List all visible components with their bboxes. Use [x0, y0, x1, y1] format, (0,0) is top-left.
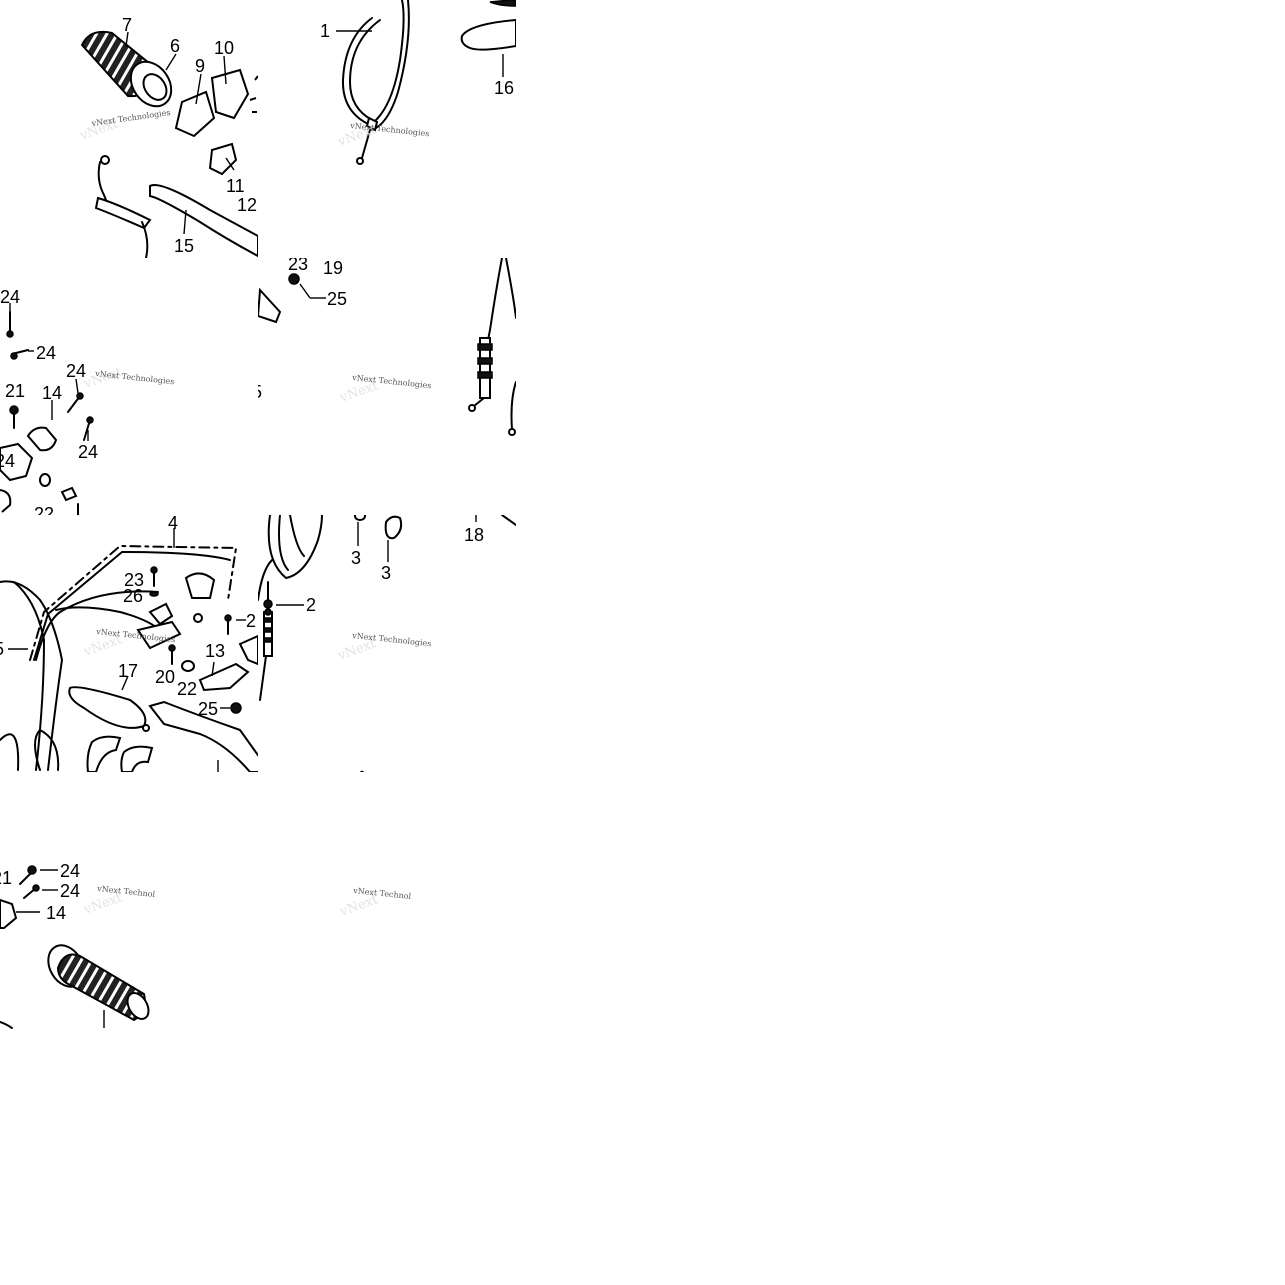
tile-lever-holder: 24 24 24 21 14 24 24 22 — [0, 287, 98, 524]
callout-2b: 2 — [306, 595, 316, 615]
callout-19: 19 — [323, 258, 343, 278]
callout-8: 8 — [356, 774, 366, 794]
callout-24b: 24 — [36, 343, 56, 363]
callout-24d: 24 — [78, 442, 98, 462]
callout-11: 11 — [226, 176, 245, 196]
callout-6: 6 — [170, 36, 180, 56]
tile-cable-loop: 1 16 — [320, 0, 516, 165]
callout-24e: 24 — [0, 451, 15, 471]
callout-26: 26 — [123, 586, 143, 606]
callout-12: 12 — [237, 195, 257, 215]
callout-leaders — [125, 31, 235, 235]
callout-5a: 5 — [252, 382, 262, 402]
callout-22c: 22 — [177, 679, 197, 699]
fwd-label: FWD — [270, 160, 308, 190]
callout-1: 1 — [320, 21, 330, 41]
throttle-grip-drawing — [80, 30, 258, 258]
callout-14: 14 — [42, 383, 62, 403]
callout-17: 17 — [118, 661, 138, 681]
callout-7: 7 — [122, 15, 132, 35]
callout-4: 4 — [168, 513, 178, 533]
callout-3a: 3 — [351, 548, 361, 568]
tile-grip-rubber: 21 24 24 14 — [0, 861, 150, 1029]
callout-9: 9 — [195, 56, 205, 76]
callout-25a: 25 — [327, 289, 347, 309]
callout-15: 15 — [174, 236, 194, 256]
callout-3b: 3 — [381, 563, 391, 583]
callout-10: 10 — [214, 38, 234, 58]
callout-24g: 24 — [60, 881, 80, 901]
callout-24c: 24 — [66, 361, 86, 381]
callout-24a: 24 — [0, 287, 20, 307]
tile-clutch-cable: 2 3 3 18 8 — [258, 515, 516, 794]
callout-21: 21 — [5, 381, 25, 401]
callout-22b: 23 — [288, 254, 308, 274]
callout-18: 18 — [464, 525, 484, 545]
fwd-arrow: FWD — [258, 160, 308, 207]
callout-24f: 24 — [60, 861, 80, 881]
watermarks: vNext vNext Technologies vNext vNext Tec… — [77, 108, 431, 920]
callout-25b: 25 — [198, 699, 218, 719]
callout-21b: 21 — [0, 868, 12, 888]
callout-20: 20 — [155, 667, 175, 687]
callout-14b: 14 — [46, 903, 66, 923]
callout-2a: 2 — [246, 611, 256, 631]
callout-22a: 22 — [34, 504, 54, 524]
callout-16: 16 — [494, 78, 514, 98]
tile-throttle-grip: FWD 7 6 10 9 11 12 15 — [80, 15, 308, 258]
tile-cable-adjuster: 23 19 25 5 — [252, 254, 516, 436]
callout-13: 13 — [205, 641, 225, 661]
watermark-1: vNext Technologies — [90, 108, 171, 128]
callout-5b: 5 — [0, 639, 4, 659]
tile-handlebar: 4 23 26 2 5 13 20 22 17 25 — [0, 513, 258, 772]
callout-23b: 23 — [124, 570, 144, 590]
